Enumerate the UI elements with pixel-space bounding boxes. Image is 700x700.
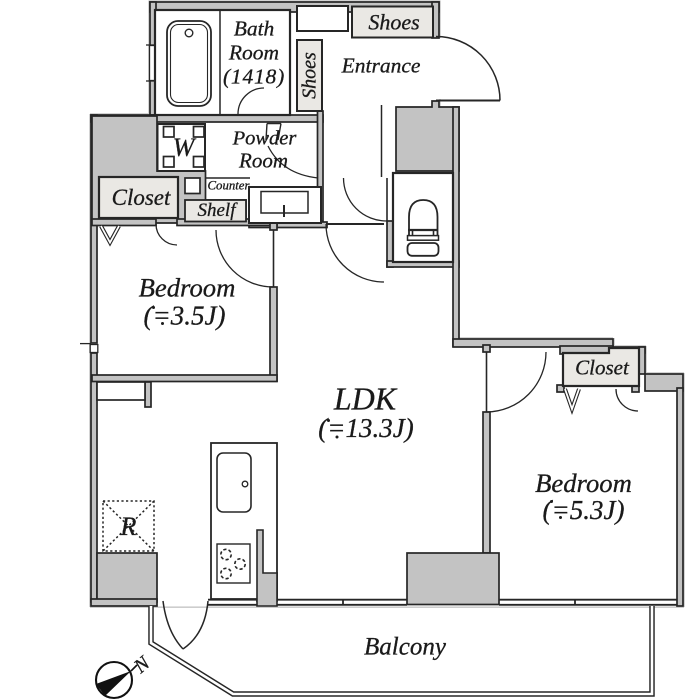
svg-text:Shoes: Shoes	[368, 10, 419, 35]
svg-text:Room: Room	[238, 149, 288, 173]
svg-text:Bedroom: Bedroom	[535, 468, 632, 498]
svg-text:(1418): (1418)	[223, 65, 285, 89]
svg-text:Shoes: Shoes	[299, 52, 321, 99]
svg-text:Powder: Powder	[232, 128, 298, 150]
svg-text:Room: Room	[228, 41, 279, 65]
svg-text:Balcony: Balcony	[364, 634, 447, 661]
svg-text:W: W	[173, 133, 197, 162]
svg-text:Bedroom: Bedroom	[139, 273, 236, 303]
svg-text:Counter: Counter	[208, 179, 251, 193]
svg-text:(=3.5J): (=3.5J)	[144, 301, 226, 331]
svg-text:Bath: Bath	[234, 17, 275, 41]
svg-text:(=5.3J): (=5.3J)	[543, 495, 625, 525]
svg-text:Closet: Closet	[575, 356, 630, 380]
svg-text:R: R	[120, 512, 137, 541]
svg-text:Shelf: Shelf	[198, 200, 239, 221]
svg-text:Entrance: Entrance	[341, 54, 421, 78]
svg-text:LDK: LDK	[333, 381, 398, 417]
svg-text:(=13.3J): (=13.3J)	[318, 413, 413, 443]
svg-text:Closet: Closet	[112, 185, 171, 210]
